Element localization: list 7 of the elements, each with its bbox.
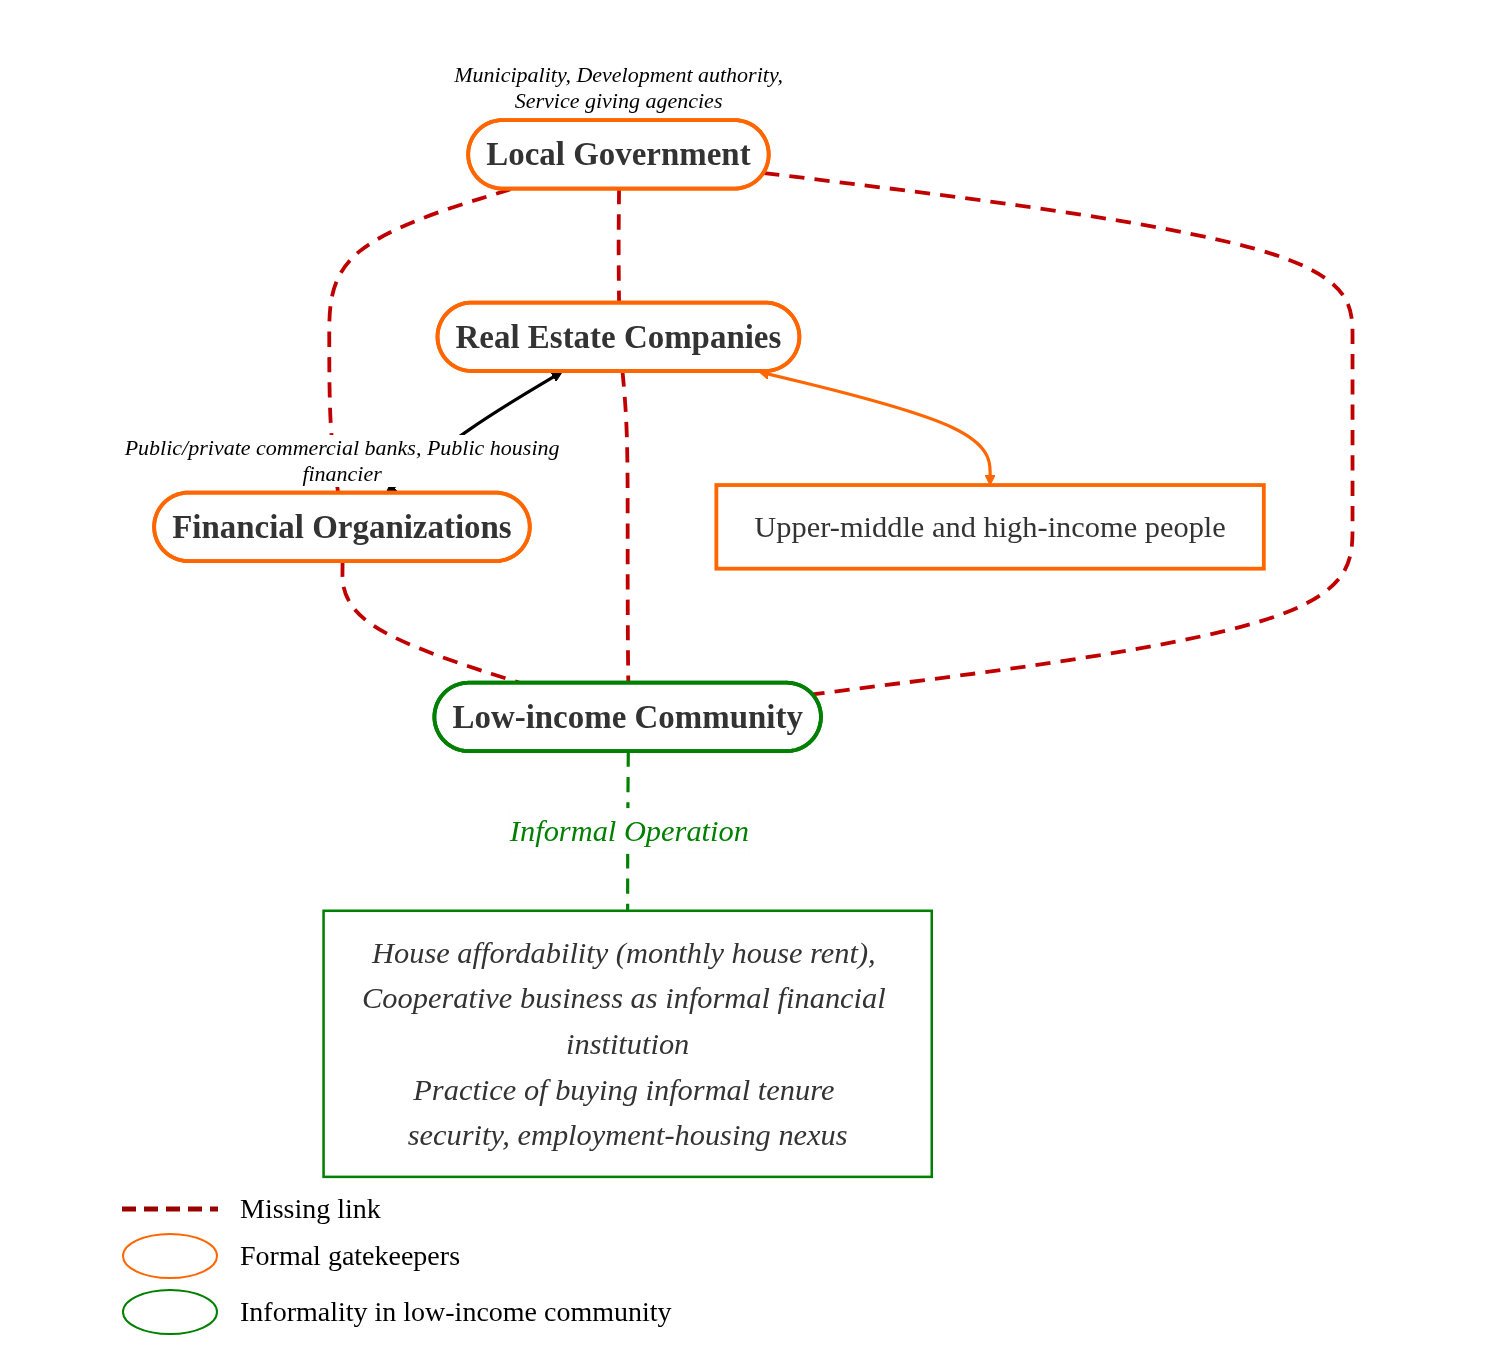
edge-label: Informal Operation bbox=[510, 814, 750, 848]
legend-label: Informality in low-income community bbox=[240, 1296, 672, 1328]
legend-label: Missing link bbox=[240, 1193, 381, 1225]
node-box: House affordability (monthly house rent), Cooperative business as informal financial institution Practice of buying informal tenure security, employment-housing nexus bbox=[322, 909, 934, 1179]
node-box: Upper-middle and high-income people bbox=[714, 483, 1266, 571]
connector bbox=[764, 171, 1355, 697]
legend-label: Formal gatekeepers bbox=[240, 1240, 461, 1272]
